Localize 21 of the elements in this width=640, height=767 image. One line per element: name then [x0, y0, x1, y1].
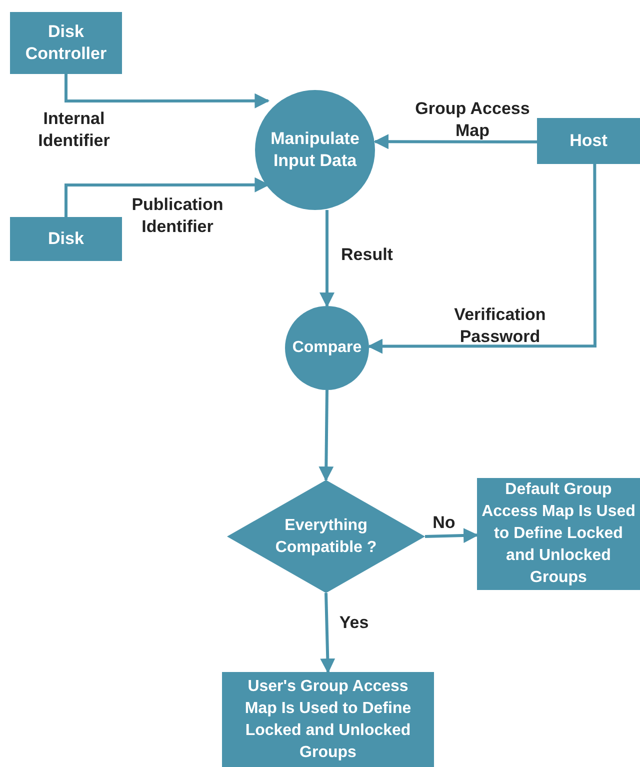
edge-label: Verification Password [453, 304, 547, 348]
edge-label: No [432, 512, 456, 534]
process-box: Disk [10, 217, 122, 261]
arrow [368, 164, 596, 354]
process-box: Host [537, 118, 640, 164]
edge-label: Yes [338, 612, 370, 634]
edge-label: Result [340, 244, 394, 266]
process-box: Default Group Access Map Is Used to Define Locked and Unlocked Groups [477, 478, 640, 590]
edge-label: Group Access Map [414, 98, 531, 142]
arrow [64, 177, 270, 217]
arrow [64, 74, 270, 108]
edge-label: Publication Identifier [130, 194, 224, 238]
process-box: Disk Controller [10, 12, 122, 74]
arrow [374, 134, 537, 150]
arrow [318, 390, 334, 482]
arrow [320, 592, 336, 674]
process-box: User's Group Access Map Is Used to Define Locked and Unlocked Groups [222, 672, 434, 767]
arrow [320, 210, 334, 308]
decision-diamond: Everything Compatible ? [227, 480, 425, 593]
arrow [424, 528, 478, 543]
edge-label: Internal Identifier [37, 108, 111, 152]
